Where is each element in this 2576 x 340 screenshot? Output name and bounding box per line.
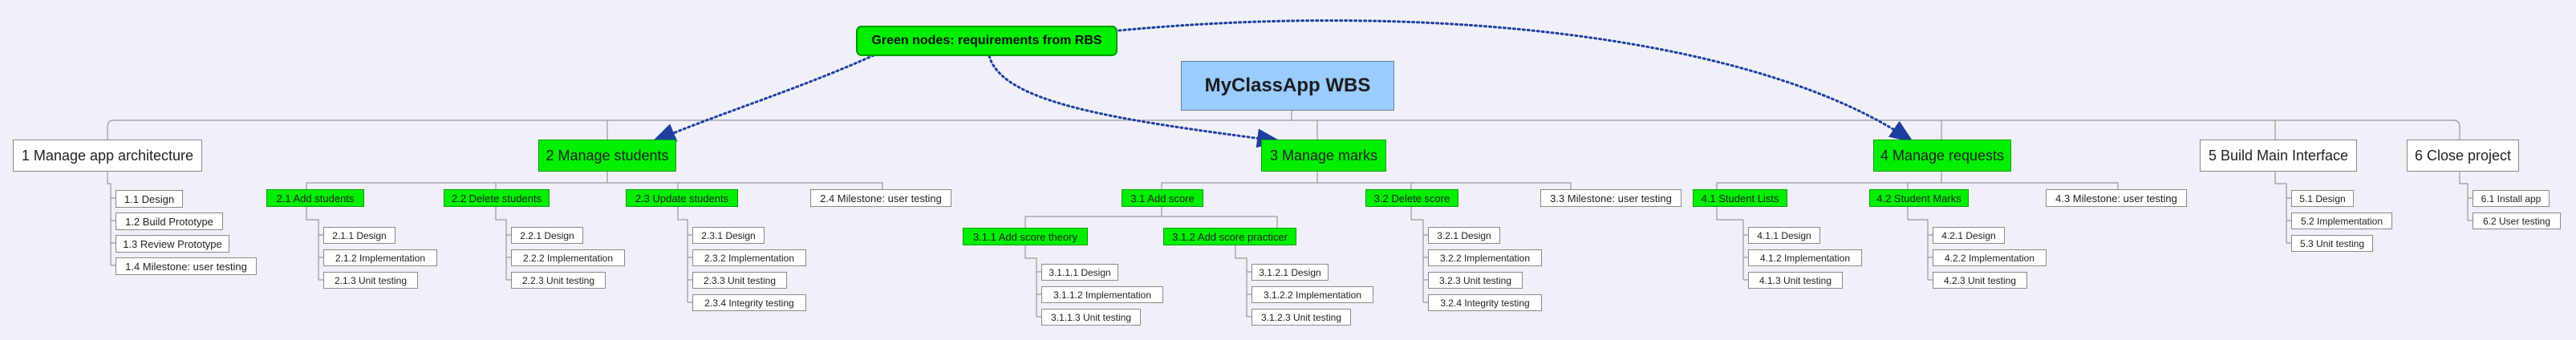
wbs-node-4-1-2[interactable]: 4.1.2 Implementation (1748, 249, 1862, 266)
wbs-node-2-1[interactable]: 2.1 Add students (266, 189, 364, 207)
root-node[interactable]: MyClassApp WBS (1181, 61, 1394, 111)
wbs-node-2-2[interactable]: 2.2 Delete students (444, 189, 550, 207)
wbs-node-4-1[interactable]: 4.1 Student Lists (1693, 189, 1787, 207)
wbs-node-2[interactable]: 2 Manage students (538, 140, 676, 172)
wbs-node-5-2[interactable]: 5.2 Implementation (2291, 212, 2392, 229)
wbs-node-1[interactable]: 1 Manage app architecture (13, 140, 202, 172)
wbs-node-6-1[interactable]: 6.1 Install app (2473, 190, 2550, 207)
wbs-node-4-2-2[interactable]: 4.2.2 Implementation (1933, 249, 2047, 266)
wbs-node-1-2[interactable]: 1.2 Build Prototype (116, 212, 223, 230)
wbs-node-2-1-3[interactable]: 2.1.3 Unit testing (323, 272, 418, 289)
wbs-node-3[interactable]: 3 Manage marks (1261, 140, 1386, 172)
wbs-node-4-1-3[interactable]: 4.1.3 Unit testing (1748, 272, 1843, 289)
wbs-node-6-2[interactable]: 6.2 User testing (2473, 212, 2561, 229)
wbs-node-3-1-1-1[interactable]: 3.1.1.1 Design (1041, 264, 1118, 281)
wbs-node-2-2-1[interactable]: 2.2.1 Design (511, 227, 583, 244)
wbs-node-5[interactable]: 5 Build Main Interface (2200, 140, 2357, 172)
wbs-node-3-2[interactable]: 3.2 Delete score (1365, 189, 1458, 207)
wbs-node-2-3[interactable]: 2.3 Update students (626, 189, 738, 207)
wbs-node-3-1[interactable]: 3.1 Add score (1122, 189, 1203, 207)
wbs-node-2-2-2[interactable]: 2.2.2 Implementation (511, 249, 625, 266)
wbs-node-2-4[interactable]: 2.4 Milestone: user testing (810, 189, 951, 207)
wbs-node-3-3[interactable]: 3.3 Milestone: user testing (1540, 189, 1681, 207)
wbs-node-1-3[interactable]: 1.3 Review Prototype (116, 235, 229, 253)
wbs-node-1-1[interactable]: 1.1 Design (116, 190, 183, 208)
wbs-node-3-1-2[interactable]: 3.1.2 Add score practicer (1163, 228, 1296, 245)
wbs-node-4-3[interactable]: 4.3 Milestone: user testing (2046, 189, 2187, 207)
wbs-node-4-2-1[interactable]: 4.2.1 Design (1933, 227, 2005, 244)
wbs-node-2-3-3[interactable]: 2.3.3 Unit testing (692, 272, 787, 289)
wbs-node-3-2-2[interactable]: 3.2.2 Implementation (1428, 249, 1542, 266)
wbs-node-4-2-3[interactable]: 4.2.3 Unit testing (1933, 272, 2027, 289)
wbs-node-3-2-4[interactable]: 3.2.4 Integrity testing (1428, 294, 1542, 311)
wbs-node-3-1-2-2[interactable]: 3.1.2.2 Implementation (1251, 286, 1373, 303)
wbs-node-3-2-3[interactable]: 3.2.3 Unit testing (1428, 272, 1523, 289)
wbs-node-1-4[interactable]: 1.4 Milestone: user testing (116, 257, 257, 275)
wbs-node-6[interactable]: 6 Close project (2407, 140, 2519, 172)
wbs-node-2-3-2[interactable]: 2.3.2 Implementation (692, 249, 806, 266)
wbs-node-4-2[interactable]: 4.2 Student Marks (1869, 189, 1969, 207)
wbs-node-4-1-1[interactable]: 4.1.1 Design (1748, 227, 1820, 244)
legend-note[interactable]: Green nodes: requirements from RBS (856, 26, 1118, 56)
wbs-node-3-1-1-3[interactable]: 3.1.1.3 Unit testing (1041, 309, 1141, 326)
wbs-node-3-1-2-3[interactable]: 3.1.2.3 Unit testing (1251, 309, 1351, 326)
wbs-node-3-1-1-2[interactable]: 3.1.1.2 Implementation (1041, 286, 1163, 303)
wbs-node-2-3-1[interactable]: 2.3.1 Design (692, 227, 765, 244)
wbs-node-3-1-2-1[interactable]: 3.1.2.1 Design (1251, 264, 1329, 281)
wbs-node-4[interactable]: 4 Manage requests (1873, 140, 2011, 172)
wbs-node-2-2-3[interactable]: 2.2.3 Unit testing (511, 272, 606, 289)
wbs-node-3-2-1[interactable]: 3.2.1 Design (1428, 227, 1500, 244)
wbs-node-2-1-2[interactable]: 2.1.2 Implementation (323, 249, 437, 266)
wbs-node-5-3[interactable]: 5.3 Unit testing (2291, 235, 2373, 252)
wbs-node-2-1-1[interactable]: 2.1.1 Design (323, 227, 396, 244)
wbs-node-2-3-4[interactable]: 2.3.4 Integrity testing (692, 294, 806, 311)
wbs-node-5-1[interactable]: 5.1 Design (2291, 190, 2354, 207)
wbs-node-3-1-1[interactable]: 3.1.1 Add score theory (963, 228, 1088, 245)
